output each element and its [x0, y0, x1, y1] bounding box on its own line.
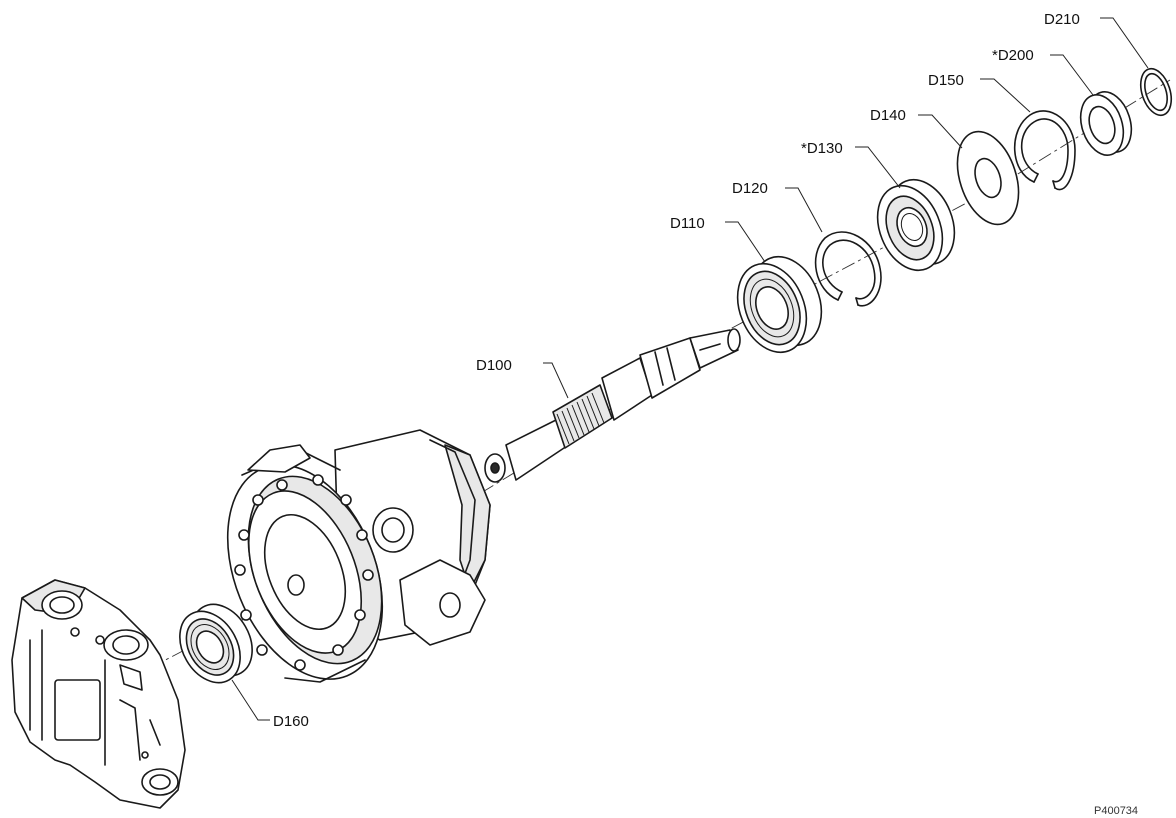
label-d160: D160: [273, 713, 309, 730]
retaining-ring-d150: [1013, 110, 1076, 191]
snap-ring-d210: [1139, 67, 1173, 117]
motor-housing: [226, 429, 491, 683]
bearing-d110: [736, 255, 823, 354]
label-d140: D140: [870, 107, 906, 124]
leader-d150: [980, 78, 1031, 113]
seal-d200: [1079, 91, 1133, 156]
end-cover: [11, 579, 186, 809]
label-d210: D210: [1044, 11, 1080, 28]
bearing-d160: [179, 603, 253, 684]
leader-d130: [855, 146, 901, 189]
label-d120: D120: [732, 180, 768, 197]
label-d100: D100: [476, 357, 512, 374]
shaft-seal-d130: [876, 178, 956, 272]
leader-d140: [918, 114, 963, 149]
washer-d140: [956, 130, 1020, 226]
drawing-reference-number: P400734: [1094, 805, 1138, 817]
splined-shaft-d100: [484, 328, 741, 483]
label-d200: *D200: [992, 47, 1034, 64]
leader-d160: [231, 679, 270, 721]
label-d130: *D130: [801, 140, 843, 157]
leader-d200: [1050, 54, 1094, 96]
leader-d110: [725, 221, 766, 263]
retaining-ring-d120: [814, 231, 882, 307]
leader-d100: [543, 362, 569, 399]
leader-d210: [1100, 17, 1149, 69]
label-d150: D150: [928, 72, 964, 89]
label-d110: D110: [670, 215, 705, 232]
leader-d120: [785, 187, 823, 233]
